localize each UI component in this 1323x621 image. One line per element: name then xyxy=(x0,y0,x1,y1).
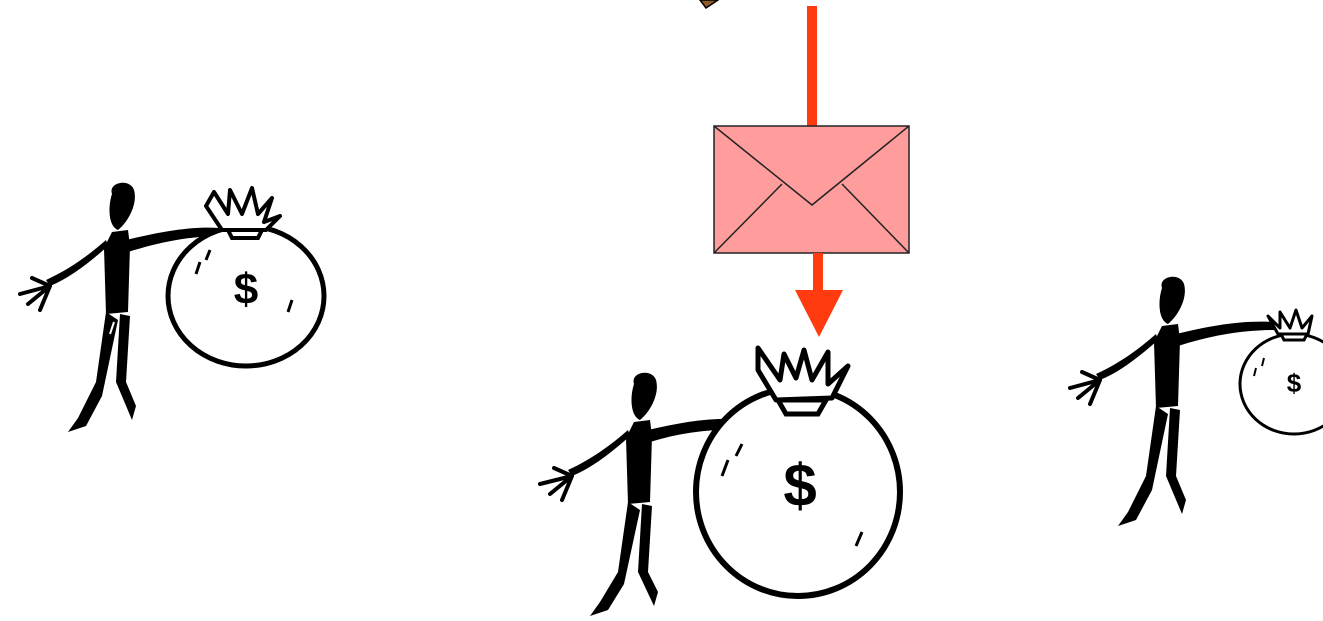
person-with-bag-center: $ xyxy=(540,348,900,616)
person-with-bag-right: $ xyxy=(1070,277,1323,526)
money-bag-icon: $ xyxy=(168,188,324,366)
money-bag-icon: $ xyxy=(696,348,900,596)
arrow-down-icon xyxy=(795,253,843,337)
bag-symbol: $ xyxy=(234,265,258,314)
top-corner-object xyxy=(700,0,718,8)
bag-symbol: $ xyxy=(1287,368,1302,398)
bag-symbol: $ xyxy=(783,452,816,519)
envelope-icon xyxy=(714,126,909,253)
person-with-bag-left: $ xyxy=(20,183,324,432)
